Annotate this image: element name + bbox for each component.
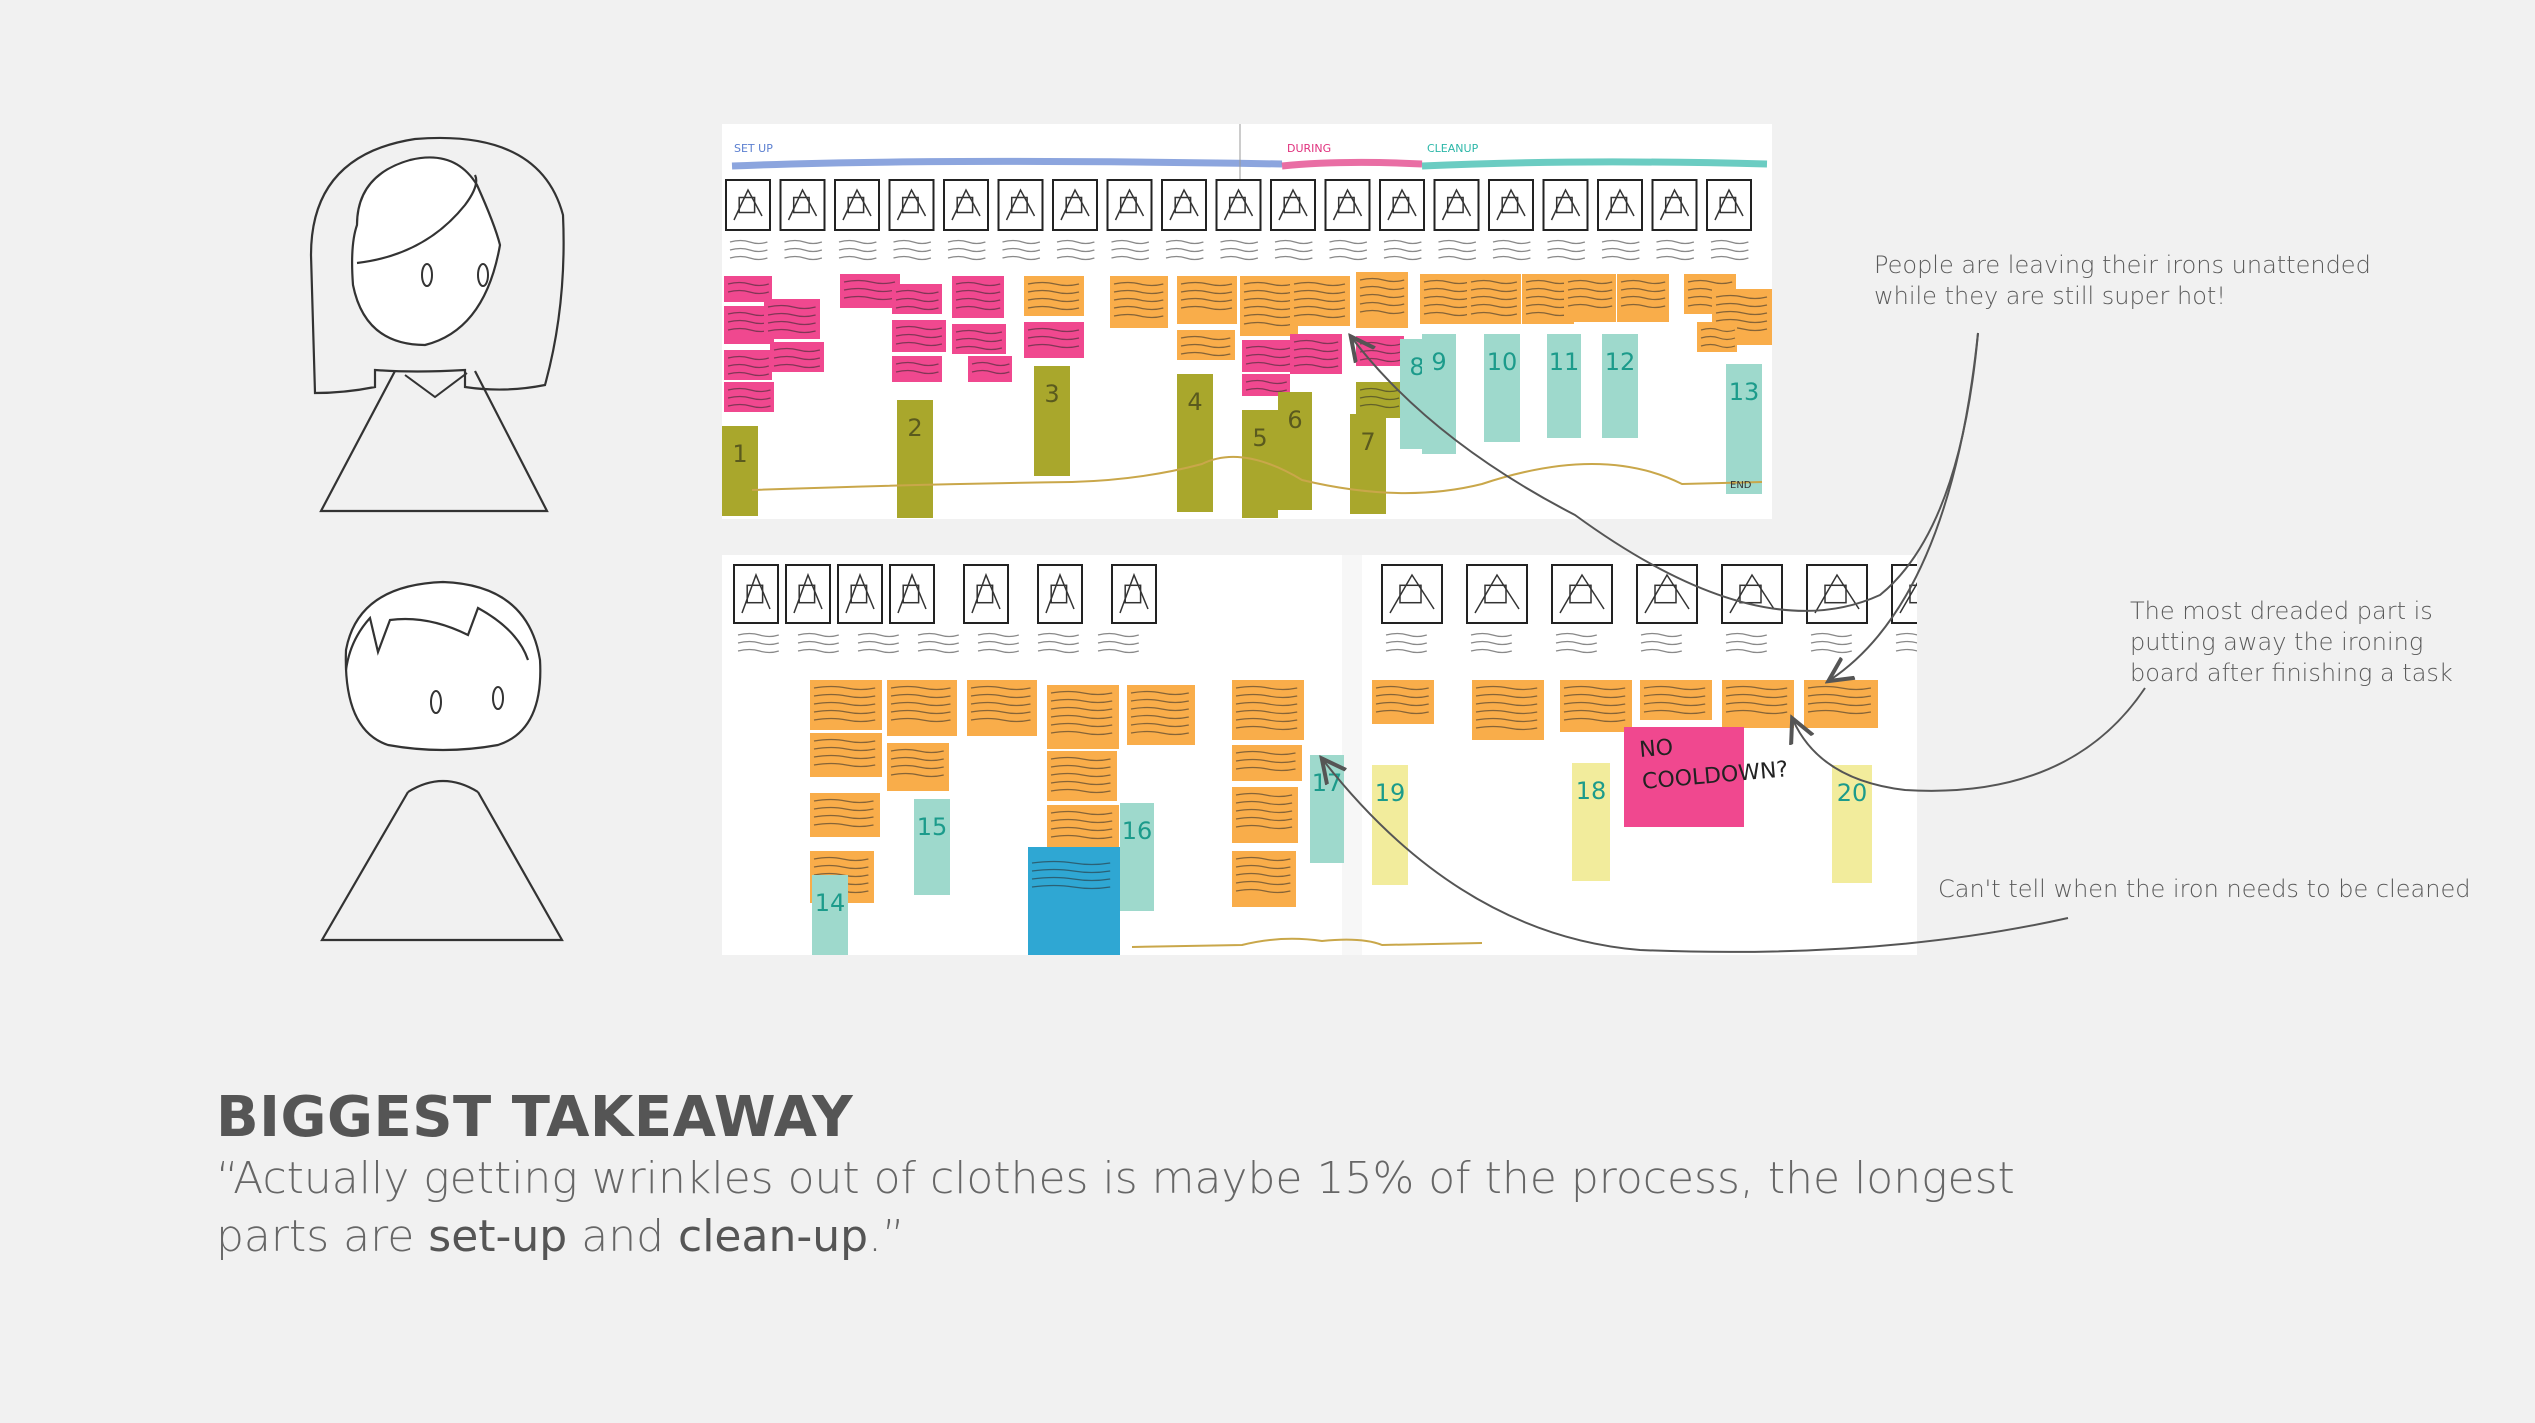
- number-label-2: 2: [907, 414, 922, 442]
- phase-label-1: DURING: [1287, 142, 1331, 155]
- number-label-5: 5: [1252, 424, 1267, 452]
- storyboard-frame: [943, 179, 989, 231]
- sticky-note: [1232, 680, 1304, 740]
- phase-band-cleanup: [1421, 158, 1768, 170]
- number-label-15: 15: [917, 813, 948, 841]
- storyboard-frame: [1324, 179, 1371, 231]
- number-label-14: 14: [815, 889, 846, 917]
- sticky-note: [952, 276, 1004, 318]
- number-label-6: 6: [1287, 406, 1302, 434]
- number-sticky-3: [1034, 366, 1070, 476]
- storyboard-frame: [1215, 179, 1262, 231]
- number-label-12: 12: [1605, 348, 1636, 376]
- storyboard-frame: [888, 179, 935, 231]
- sticky-note-blue: [1028, 847, 1120, 955]
- number-label-4: 4: [1187, 388, 1202, 416]
- storyboard-frame: [1270, 179, 1316, 231]
- number-label-1: 1: [732, 440, 747, 468]
- sticky-note: [892, 356, 942, 382]
- number-label-10: 10: [1487, 348, 1518, 376]
- persona-male-illustration: [320, 580, 564, 942]
- takeaway-quote: “Actually getting wrinkles out of clothe…: [216, 1153, 2015, 1262]
- number-label-17: 17: [1312, 769, 1343, 797]
- annotation-ironing-board: The most dreaded part is putting away th…: [2130, 597, 2453, 687]
- sticky-note: [968, 356, 1012, 382]
- takeaway-heading: BIGGEST TAKEAWAY: [216, 1085, 854, 1150]
- number-label-16: 16: [1122, 817, 1153, 845]
- storyboard-frame: [997, 179, 1044, 231]
- number-label-7: 7: [1360, 428, 1375, 456]
- emotion-curve: [1131, 937, 1483, 948]
- storyboard-frame: [1379, 179, 1425, 231]
- phase-label-2: CLEANUP: [1427, 142, 1479, 155]
- storyboard-frame: [779, 179, 826, 231]
- sticky-note: [1356, 382, 1402, 418]
- storyboard-frame: [1542, 179, 1589, 231]
- number-sticky-4: [1177, 374, 1213, 512]
- number-label-11: 11: [1549, 348, 1580, 376]
- storyboard-frame: [1706, 179, 1752, 231]
- sticky-note: [1640, 680, 1712, 720]
- sticky-note: [764, 299, 820, 339]
- quote-emphasis-setup: set-up: [428, 1211, 568, 1262]
- number-sticky-14: [812, 875, 848, 955]
- sticky-note: [1127, 685, 1195, 745]
- number-label-13: 13: [1729, 378, 1760, 406]
- callout-text-line-0: NO: [1638, 735, 1674, 763]
- storyboard-frame: [725, 179, 771, 231]
- persona-female-illustration: [309, 136, 565, 513]
- number-label-20: 20: [1837, 779, 1868, 807]
- phase-band-setup: [731, 157, 1283, 170]
- number-label-18: 18: [1576, 777, 1607, 805]
- number-label-3: 3: [1044, 380, 1059, 408]
- sticky-note: [1242, 374, 1290, 396]
- storyboard-frame: [1651, 179, 1698, 231]
- sticky-note: [1024, 276, 1084, 316]
- storyboard-frame: [1891, 564, 1917, 624]
- storyboard-frame: [1161, 179, 1207, 231]
- end-label: END: [1730, 480, 1752, 491]
- number-sticky-16: [1120, 803, 1154, 911]
- storyboard-frame: [1052, 179, 1098, 231]
- sticky-note: [1472, 680, 1544, 740]
- sticky-note: [1024, 322, 1084, 358]
- sticky-note: [1240, 276, 1298, 336]
- sticky-note: [1232, 745, 1302, 781]
- phase-label-0: SET UP: [734, 142, 773, 155]
- phase-band-during: [1281, 158, 1423, 170]
- number-sticky-1: [722, 426, 758, 516]
- storyboard-frame: [1106, 179, 1153, 231]
- storyboard-frame: [1597, 179, 1643, 231]
- quote-emphasis-cleanup: clean-up: [678, 1211, 869, 1262]
- number-label-9: 9: [1431, 348, 1446, 376]
- number-label-19: 19: [1375, 779, 1406, 807]
- sticky-note: [1290, 334, 1342, 374]
- number-sticky-15: [914, 799, 950, 895]
- storyboard-frame: [1488, 179, 1534, 231]
- annotation-unattended-irons: People are leaving their irons unattende…: [1874, 251, 2371, 310]
- storyboard-frame: [834, 179, 880, 231]
- sticky-note: [724, 276, 772, 302]
- storyboard-frame: [1433, 179, 1480, 231]
- number-sticky-2: [897, 400, 933, 518]
- annotation-iron-cleaning: Can't tell when the iron needs to be cle…: [1938, 875, 2471, 903]
- number-sticky-6: [1278, 392, 1312, 510]
